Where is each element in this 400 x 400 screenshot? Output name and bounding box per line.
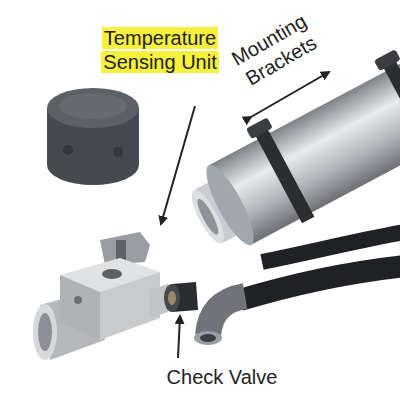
part-label: Check Valve <box>167 366 278 388</box>
hose <box>262 232 400 262</box>
bracket-band <box>255 128 314 223</box>
block-hole <box>74 296 82 304</box>
clip-slot <box>116 240 126 260</box>
bracket-tab <box>374 49 400 71</box>
bracket-tab <box>246 117 273 139</box>
leader-arrow <box>178 316 180 358</box>
check-valve <box>164 282 198 312</box>
part-label-box: Mounting Brackets <box>215 2 334 99</box>
junction-box <box>47 88 139 185</box>
heater-cylinder <box>172 39 400 265</box>
pipe-end <box>33 304 57 360</box>
elbow <box>208 296 245 335</box>
box-lid <box>47 88 139 128</box>
pipe-bore <box>38 313 52 351</box>
cylinder-end <box>198 160 261 251</box>
part-label: Mounting Brackets <box>228 10 320 90</box>
bracket-band <box>383 60 400 155</box>
part-label-box: Check Valve <box>142 365 302 389</box>
leader-arrow <box>161 106 195 224</box>
block-hole <box>102 269 122 279</box>
valve-core <box>168 291 176 305</box>
knockout <box>63 145 73 155</box>
highlighted-label-box: Temperature Sensing Unit <box>98 26 222 74</box>
elbow-bore <box>200 334 216 342</box>
valve-face <box>164 284 180 312</box>
highlighted-label: Temperature Sensing Unit <box>101 27 218 73</box>
block-front <box>60 275 100 340</box>
hose <box>240 266 400 300</box>
tee-block <box>33 258 168 360</box>
knockout <box>113 147 123 157</box>
hose-assembly <box>194 232 400 345</box>
elbow-end <box>194 331 222 345</box>
box-lid-top <box>59 93 127 119</box>
